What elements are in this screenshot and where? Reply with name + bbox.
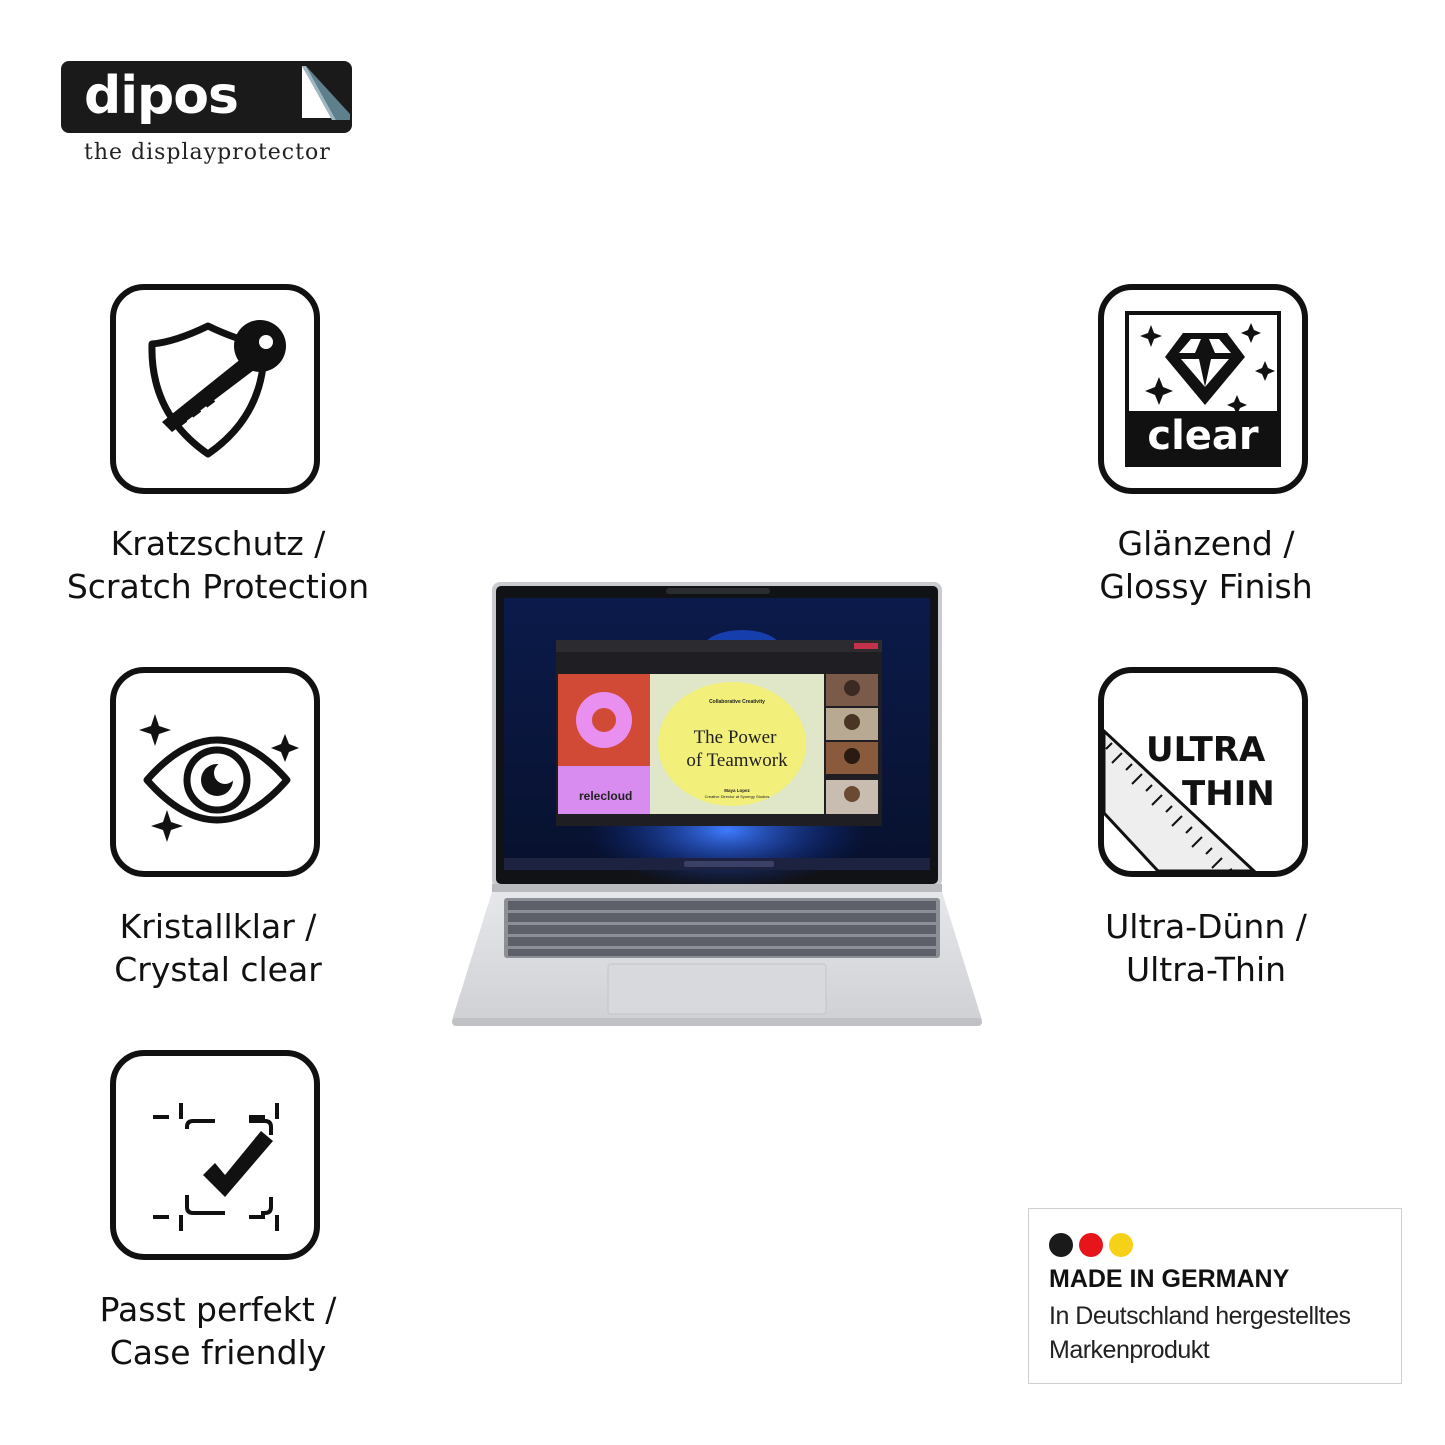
made-in-line1: In Deutschland hergestelltes <box>1049 1302 1351 1330</box>
made-in-germany-title: MADE IN GERMANY <box>1049 1265 1290 1293</box>
check-frame-icon <box>153 1103 279 1231</box>
scratch-protection-caption: Kratzschutz / Scratch Protection <box>28 522 408 608</box>
shield-key-icon <box>148 320 286 458</box>
caption-line-en: Scratch Protection <box>66 567 370 606</box>
ultra-label: ULTRA <box>1146 730 1266 770</box>
caption-line-de: Ultra-Dünn / <box>1105 907 1307 946</box>
diamond-clear-icon <box>1140 323 1275 413</box>
caption-line-de: Kratzschutz / <box>110 524 326 563</box>
glossy-finish-tile: clear <box>1098 284 1308 494</box>
clear-label: clear <box>1129 411 1277 463</box>
caption-line-en: Ultra-Thin <box>1125 950 1287 989</box>
case-friendly-tile <box>110 1050 320 1260</box>
crystal-clear-tile <box>110 667 320 877</box>
ultra-thin-caption: Ultra-Dünn / Ultra-Thin <box>1016 905 1396 991</box>
flag-dot-black <box>1049 1233 1073 1257</box>
ultra-thin-tile: ULTRA THIN <box>1098 667 1308 877</box>
made-in-germany-subtitle: In Deutschland hergestelltes Markenprodu… <box>1049 1299 1399 1367</box>
made-in-line2: Markenprodukt <box>1049 1336 1210 1364</box>
made-in-germany-badge: MADE IN GERMANY In Deutschland hergestel… <box>1028 1208 1402 1384</box>
caption-line-en: Crystal clear <box>114 950 322 989</box>
clear-badge: clear <box>1125 311 1281 467</box>
slide-logo: relecloud <box>579 789 632 803</box>
brand-name: dipos <box>84 66 239 126</box>
case-friendly-caption: Passt perfekt / Case friendly <box>28 1288 408 1374</box>
caption-line-de: Glänzend / <box>1117 524 1295 563</box>
brand-tagline: the displayprotector <box>84 140 331 165</box>
ultra-thin-ruler-icon <box>1104 728 1257 871</box>
eye-sparkle-icon <box>139 714 299 842</box>
slide-title-line2: of Teamwork <box>686 750 788 771</box>
laptop-image: relecloud Collaborative Creativity The P… <box>452 582 982 1026</box>
slide-presenter: Maya Lopez <box>724 788 750 793</box>
caption-line-de: Passt perfekt / <box>99 1290 337 1329</box>
slide-kicker: Collaborative Creativity <box>709 699 765 705</box>
caption-line-en: Case friendly <box>109 1333 327 1372</box>
caption-line-en: Glossy Finish <box>1099 567 1313 606</box>
page-corner-icon <box>302 66 350 120</box>
flag-dot-gold <box>1109 1233 1133 1257</box>
thin-label: THIN <box>1182 774 1275 814</box>
slide-presenter-role: Creative Director at Synergy Studios <box>705 794 770 799</box>
ultra-thin-badge: ULTRA THIN <box>1104 673 1302 871</box>
caption-line-de: Kristallklar / <box>119 907 317 946</box>
flag-dot-red <box>1079 1233 1103 1257</box>
glossy-finish-caption: Glänzend / Glossy Finish <box>1016 522 1396 608</box>
crystal-clear-caption: Kristallklar / Crystal clear <box>28 905 408 991</box>
slide-title-line1: The Power <box>694 727 778 748</box>
scratch-protection-tile <box>110 284 320 494</box>
